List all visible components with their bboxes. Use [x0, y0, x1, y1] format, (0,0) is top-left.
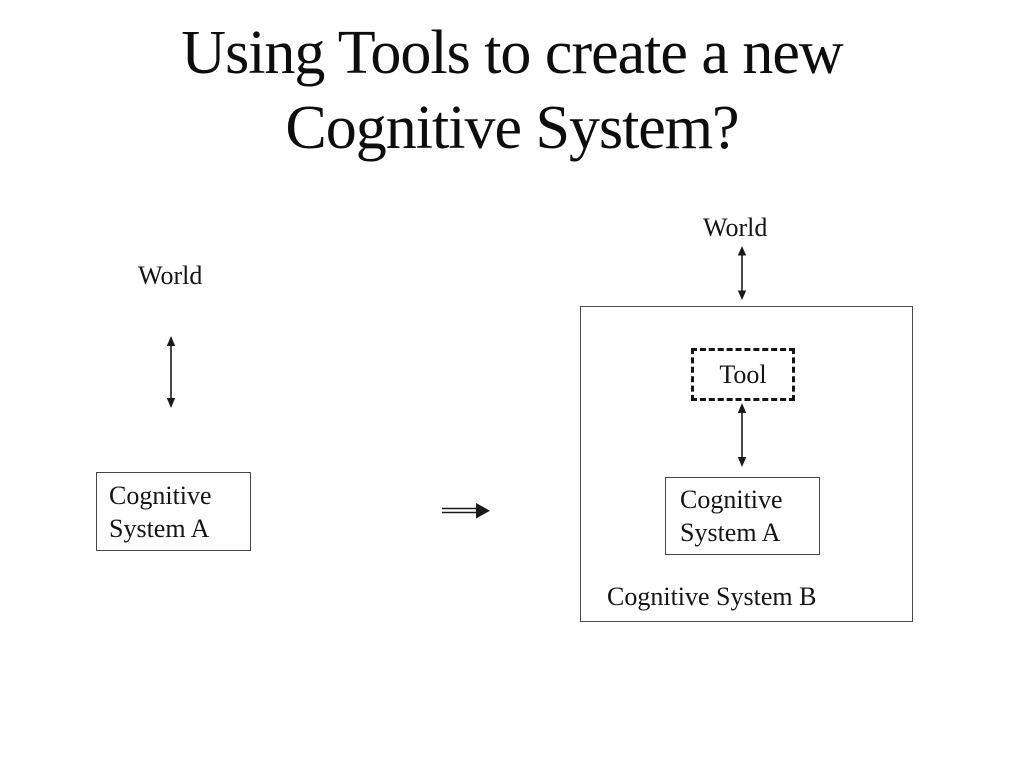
- tool-system-a-bidirectional-arrow-icon: [737, 403, 747, 467]
- system-b-label: Cognitive System B: [607, 582, 817, 611]
- slide-title: Using Tools to create a new Cognitive Sy…: [0, 16, 1024, 166]
- slide-title-line2: Cognitive System?: [285, 94, 739, 162]
- right-system-a-label: Cognitive System A: [680, 485, 783, 547]
- left-world-label: World: [138, 261, 203, 290]
- slide-title-line1: Using Tools to create a new: [181, 19, 843, 87]
- left-world-bidirectional-arrow-icon: [166, 336, 176, 408]
- tool-box: Tool: [691, 348, 795, 401]
- right-world-bidirectional-arrow-icon: [737, 246, 747, 300]
- left-system-a-label: Cognitive System A: [109, 480, 212, 543]
- transform-right-arrow-icon: [442, 503, 490, 519]
- right-world-label: World: [703, 213, 768, 242]
- right-system-a-box: Cognitive System A: [665, 477, 820, 555]
- left-system-a-box: Cognitive System A: [96, 472, 251, 551]
- tool-label: Tool: [719, 359, 767, 389]
- system-b-box: [580, 306, 913, 622]
